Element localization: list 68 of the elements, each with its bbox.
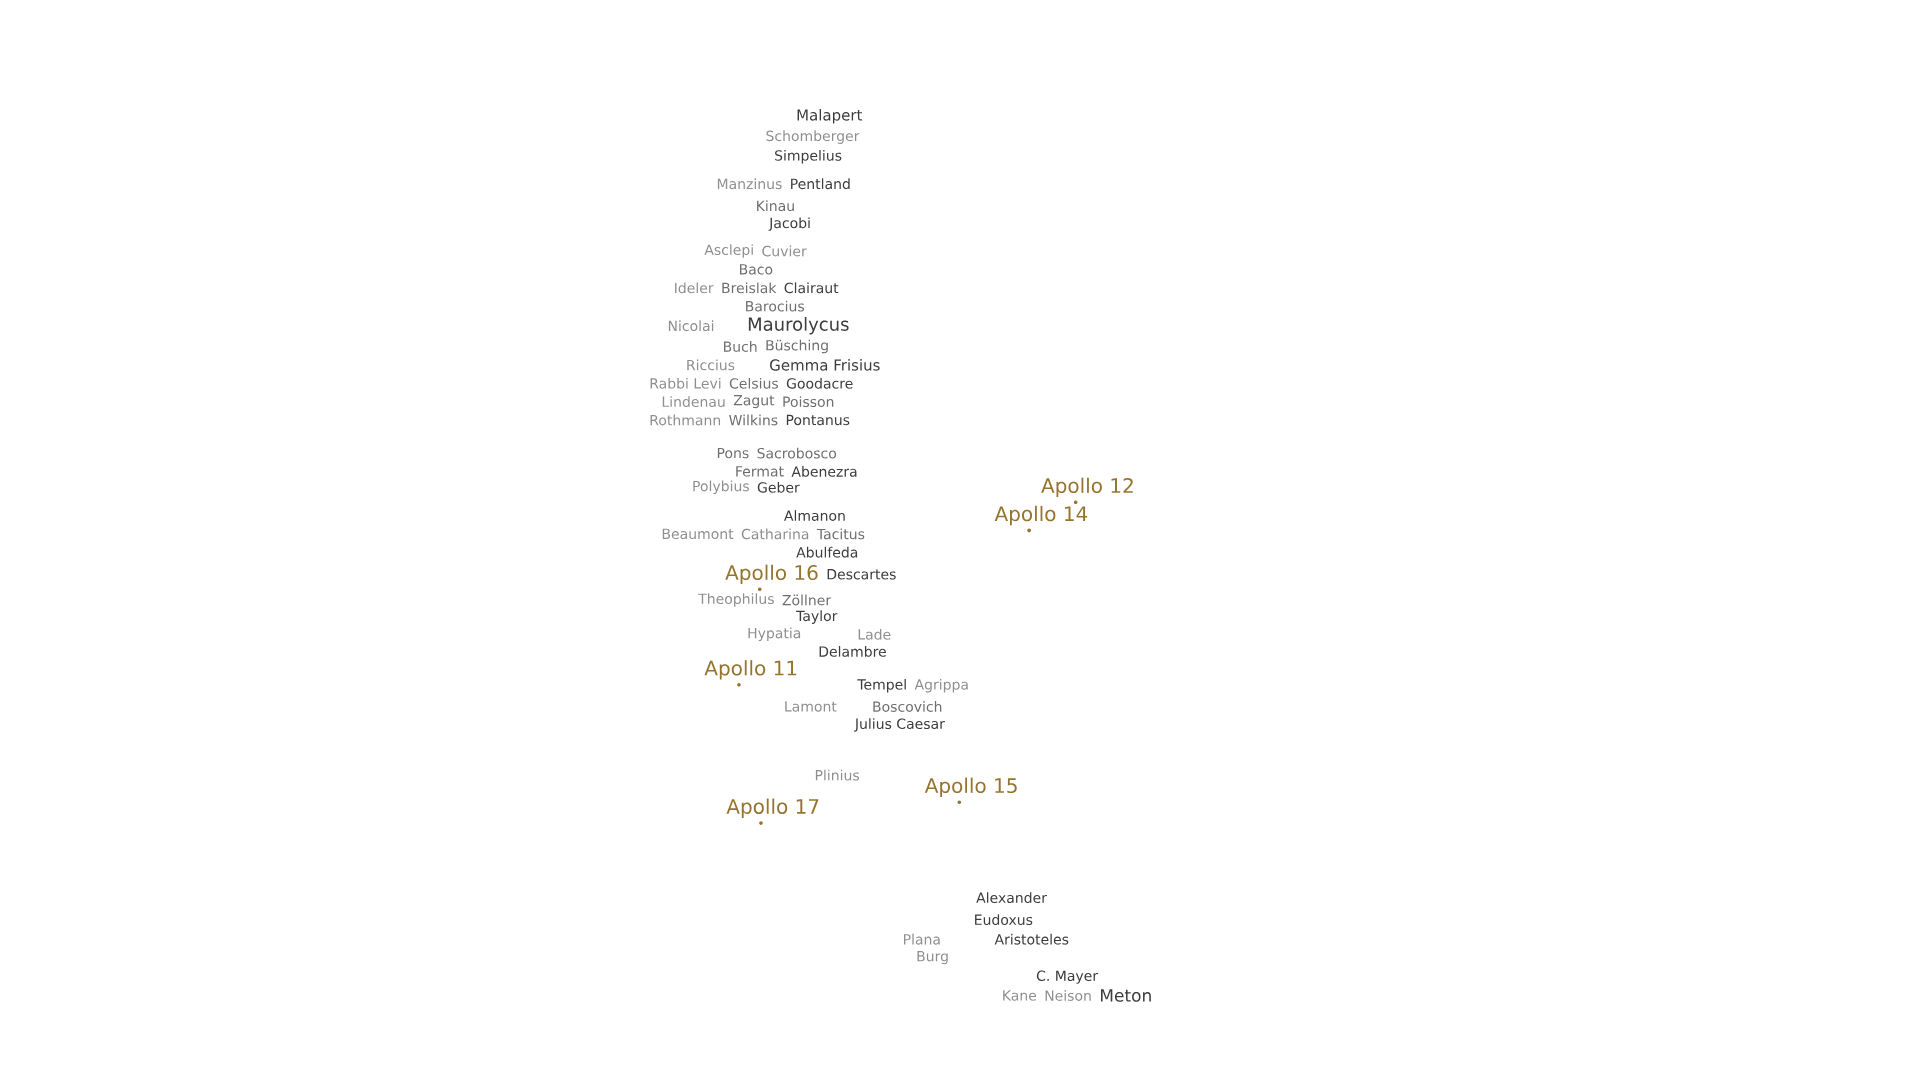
landing-site-label: Apollo 14	[994, 505, 1088, 526]
crater-name: Lamont	[785, 701, 837, 712]
crater-name: Barocius	[746, 300, 804, 312]
crater-name: Asclepi	[704, 244, 753, 258]
crater-name: Tacitus	[816, 528, 865, 540]
crater-name: Catharina	[741, 528, 809, 540]
crater-name: Kinau	[757, 200, 794, 212]
crater-name: Delambre	[819, 646, 886, 657]
crater-name: Nicolai	[668, 320, 714, 332]
crater-name: Schomberger	[766, 130, 860, 144]
crater-name: Plana	[904, 933, 940, 945]
crater-name: Pons	[717, 447, 749, 459]
crater-name: Malapert	[797, 109, 863, 124]
crater-name: Julius Caesar	[854, 718, 945, 732]
crater-name: Boscovich	[873, 701, 942, 712]
crater-name: Zöllner	[782, 594, 832, 606]
crater-name: Agrippa	[914, 678, 968, 693]
crater-name: Zagut	[733, 395, 775, 409]
crater-name: Maurolycus	[748, 317, 849, 335]
crater-name: Meton	[1101, 989, 1151, 1002]
crater-name: Fermat	[736, 466, 784, 477]
crater-name: Riccius	[687, 359, 735, 371]
crater-name: Gemma Frisius	[770, 359, 880, 371]
crater-name: Buch	[724, 341, 757, 352]
crater-name: Lade	[858, 628, 891, 640]
crater-name: Descartes	[827, 569, 896, 580]
crater-name: Alexander	[976, 892, 1047, 904]
crater-name: Taylor	[796, 610, 838, 624]
crater-name: Celsius	[729, 377, 778, 389]
crater-name: C. Mayer	[1036, 970, 1099, 984]
crater-name: Simpelius	[775, 149, 842, 164]
crater-name: Theophilus	[698, 593, 774, 607]
crater-name: Burg	[917, 951, 948, 965]
crater-name: Kane	[1003, 990, 1037, 1001]
crater-name: Abenezra	[791, 466, 857, 477]
crater-name: Plinius	[815, 769, 859, 781]
crater-name: Baco	[740, 264, 773, 275]
crater-name: Beaumont	[662, 528, 734, 540]
crater-name: Abulfeda	[796, 546, 858, 558]
crater-name: Neison	[1045, 990, 1091, 1001]
crater-name: Tempel	[857, 678, 906, 693]
crater-name: Breislak	[722, 282, 777, 294]
crater-name: Polybius	[693, 480, 749, 495]
crater-name: Manzinus	[717, 178, 782, 190]
crater-name: Rothmann	[650, 414, 721, 426]
crater-name: Wilkins	[729, 414, 778, 426]
crater-name: Cuvier	[762, 245, 807, 257]
crater-name: Aristoteles	[994, 933, 1069, 945]
crater-name: Hypatia	[748, 627, 801, 642]
crater-name: Almanon	[784, 510, 845, 521]
landing-site-label: Apollo 17	[726, 798, 819, 818]
crater-name: Ideler	[675, 282, 714, 294]
landing-site-label: Apollo 15	[924, 777, 1017, 797]
crater-name: Sacrobosco	[757, 447, 837, 459]
landing-site-label: Apollo 16	[725, 564, 818, 584]
landing-site-label: Apollo 11	[704, 660, 797, 680]
crater-name: Poisson	[783, 396, 834, 408]
crater-name: Eudoxus	[975, 914, 1033, 926]
crater-name: Clairaut	[784, 282, 839, 294]
crater-name: Goodacre	[786, 377, 853, 389]
crater-name: Büsching	[766, 339, 828, 354]
crater-name: Jacobi	[768, 217, 810, 231]
landing-site-label: Apollo 12	[1041, 477, 1133, 497]
crater-name: Lindenau	[662, 396, 725, 408]
crater-name: Pontanus	[786, 414, 850, 426]
crater-name: Geber	[757, 481, 800, 493]
crater-name: Rabbi Levi	[650, 377, 721, 389]
crater-name: Pentland	[791, 178, 850, 190]
